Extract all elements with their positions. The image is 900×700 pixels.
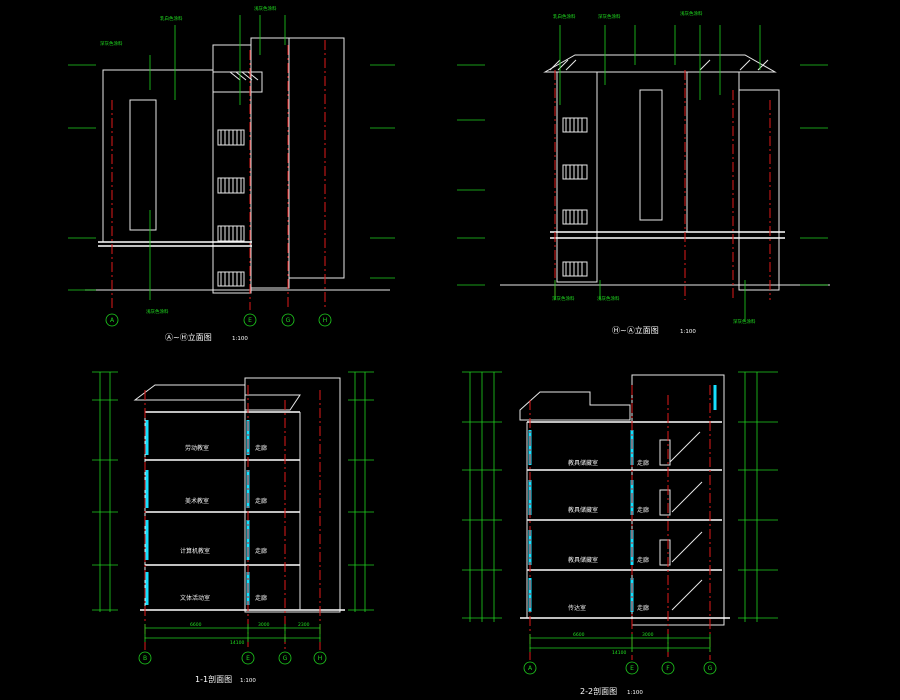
svg-text:6600: 6600	[573, 632, 585, 638]
svg-text:E: E	[248, 317, 252, 324]
sec1-scale: 1:100	[240, 678, 256, 684]
elev1-note-3: 浅灰色涂料	[254, 5, 277, 12]
elev2-right-block	[738, 89, 780, 291]
elev2-stair-windows	[562, 117, 588, 277]
sec1-dimension-lines	[92, 371, 374, 642]
svg-text:走廊: 走廊	[255, 497, 267, 505]
elev2-note-3: 浅灰色涂料	[680, 10, 703, 17]
svg-text:走廊: 走廊	[637, 459, 649, 467]
svg-text:A: A	[528, 665, 533, 672]
sec1-roof-left	[133, 384, 246, 401]
sec2-stairs	[659, 431, 703, 611]
sec2-title: 2-2剖面图	[580, 686, 617, 696]
sec1-tower	[244, 377, 341, 613]
elev2-note-2: 深灰色涂料	[598, 13, 621, 20]
sec2-room-4: 传达室	[568, 604, 586, 612]
sec2-room-1: 教具储藏室	[568, 459, 598, 467]
elev1-note-1: 乳白色涂料	[160, 15, 183, 22]
elev1-axis-bubbles: A E G H	[105, 313, 332, 327]
sec2-roof	[519, 391, 631, 421]
sec2-room-2: 教具储藏室	[568, 506, 598, 514]
sec2-axis-bubbles: A E F G	[523, 661, 717, 675]
sec2-scale: 1:100	[627, 690, 643, 696]
svg-text:14100: 14100	[230, 640, 244, 646]
svg-text:6600: 6600	[190, 622, 202, 628]
svg-text:走廊: 走廊	[637, 604, 649, 612]
svg-text:G: G	[286, 317, 291, 324]
elev1-window	[129, 99, 157, 231]
sec1-roof-right	[244, 394, 301, 411]
sec1-axis-bubbles: B E G H	[138, 651, 327, 665]
elev1-roof	[212, 71, 263, 93]
elev2-leaders	[554, 25, 761, 320]
svg-text:走廊: 走廊	[255, 594, 267, 602]
svg-text:H: H	[318, 655, 323, 662]
elev1-note-2: 深灰色涂料	[100, 40, 123, 47]
svg-text:走廊: 走廊	[637, 556, 649, 564]
svg-text:E: E	[246, 655, 250, 662]
elev2-scale: 1:100	[680, 329, 696, 335]
svg-text:走廊: 走廊	[255, 444, 267, 452]
sec1-room-4: 文体活动室	[180, 594, 210, 602]
section-2-2: 教具储藏室 教具储藏室 教具储藏室 传达室 走廊 走廊 走廊 走廊 6600 3…	[462, 371, 778, 696]
elev1-stair-block	[212, 44, 252, 294]
elev2-title: Ⓗ~Ⓐ立面图	[612, 325, 659, 335]
elev1-left-block	[102, 69, 214, 243]
svg-text:2300: 2300	[298, 622, 310, 628]
elev2-main-block	[596, 71, 688, 233]
sec1-room-2: 美术教室	[185, 497, 209, 505]
svg-text:F: F	[666, 665, 670, 672]
elev2-note-1: 乳白色涂料	[553, 13, 576, 20]
svg-text:A: A	[110, 317, 115, 324]
svg-text:G: G	[708, 665, 713, 672]
elev2-note-4: 深灰色涂料	[552, 295, 575, 302]
elev1-tower-block	[250, 37, 290, 289]
elev1-rear-block	[288, 37, 345, 279]
elev2-note-5: 浅灰色涂料	[597, 295, 620, 302]
sec2-dimension-lines	[462, 371, 778, 652]
elev1-leaders	[149, 15, 286, 300]
elev1-title: Ⓐ~Ⓗ立面图	[165, 332, 212, 342]
elev2-mid-block	[686, 71, 740, 233]
svg-text:3000: 3000	[258, 622, 270, 628]
svg-text:E: E	[630, 665, 634, 672]
svg-text:B: B	[143, 655, 147, 662]
elev1-level-marks	[68, 64, 395, 291]
svg-text:14100: 14100	[612, 650, 626, 656]
elev2-note-6: 深灰色涂料	[733, 318, 756, 325]
svg-text:走廊: 走廊	[637, 506, 649, 514]
sec1-room-3: 计算机教室	[180, 547, 210, 555]
elevation-h-a: 乳白色涂料 深灰色涂料 浅灰色涂料 深灰色涂料 浅灰色涂料 深灰色涂料 Ⓗ~Ⓐ立…	[457, 10, 830, 335]
elev2-level-marks	[457, 64, 828, 286]
sec2-glazing	[528, 385, 717, 612]
sec2-room-3: 教具储藏室	[568, 556, 598, 564]
sec1-title: 1-1剖面图	[195, 674, 232, 684]
elev1-note-4: 浅灰色涂料	[146, 308, 169, 315]
svg-text:走廊: 走廊	[255, 547, 267, 555]
svg-text:H: H	[323, 317, 328, 324]
elev1-scale: 1:100	[232, 336, 248, 342]
elev1-stair-windows	[217, 129, 245, 287]
sec1-room-1: 劳动教室	[185, 444, 209, 452]
elev2-window	[639, 89, 663, 221]
svg-text:G: G	[283, 655, 288, 662]
elevation-a-h: A E G H 乳白色涂料 深灰色涂料 浅灰色涂料 浅灰色涂料 Ⓐ~Ⓗ立面图 1…	[68, 5, 395, 342]
svg-text:3000: 3000	[642, 632, 654, 638]
section-1-1: 劳动教室 美术教室 计算机教室 文体活动室 走廊 走廊 走廊 走廊 6600 3…	[92, 371, 374, 684]
